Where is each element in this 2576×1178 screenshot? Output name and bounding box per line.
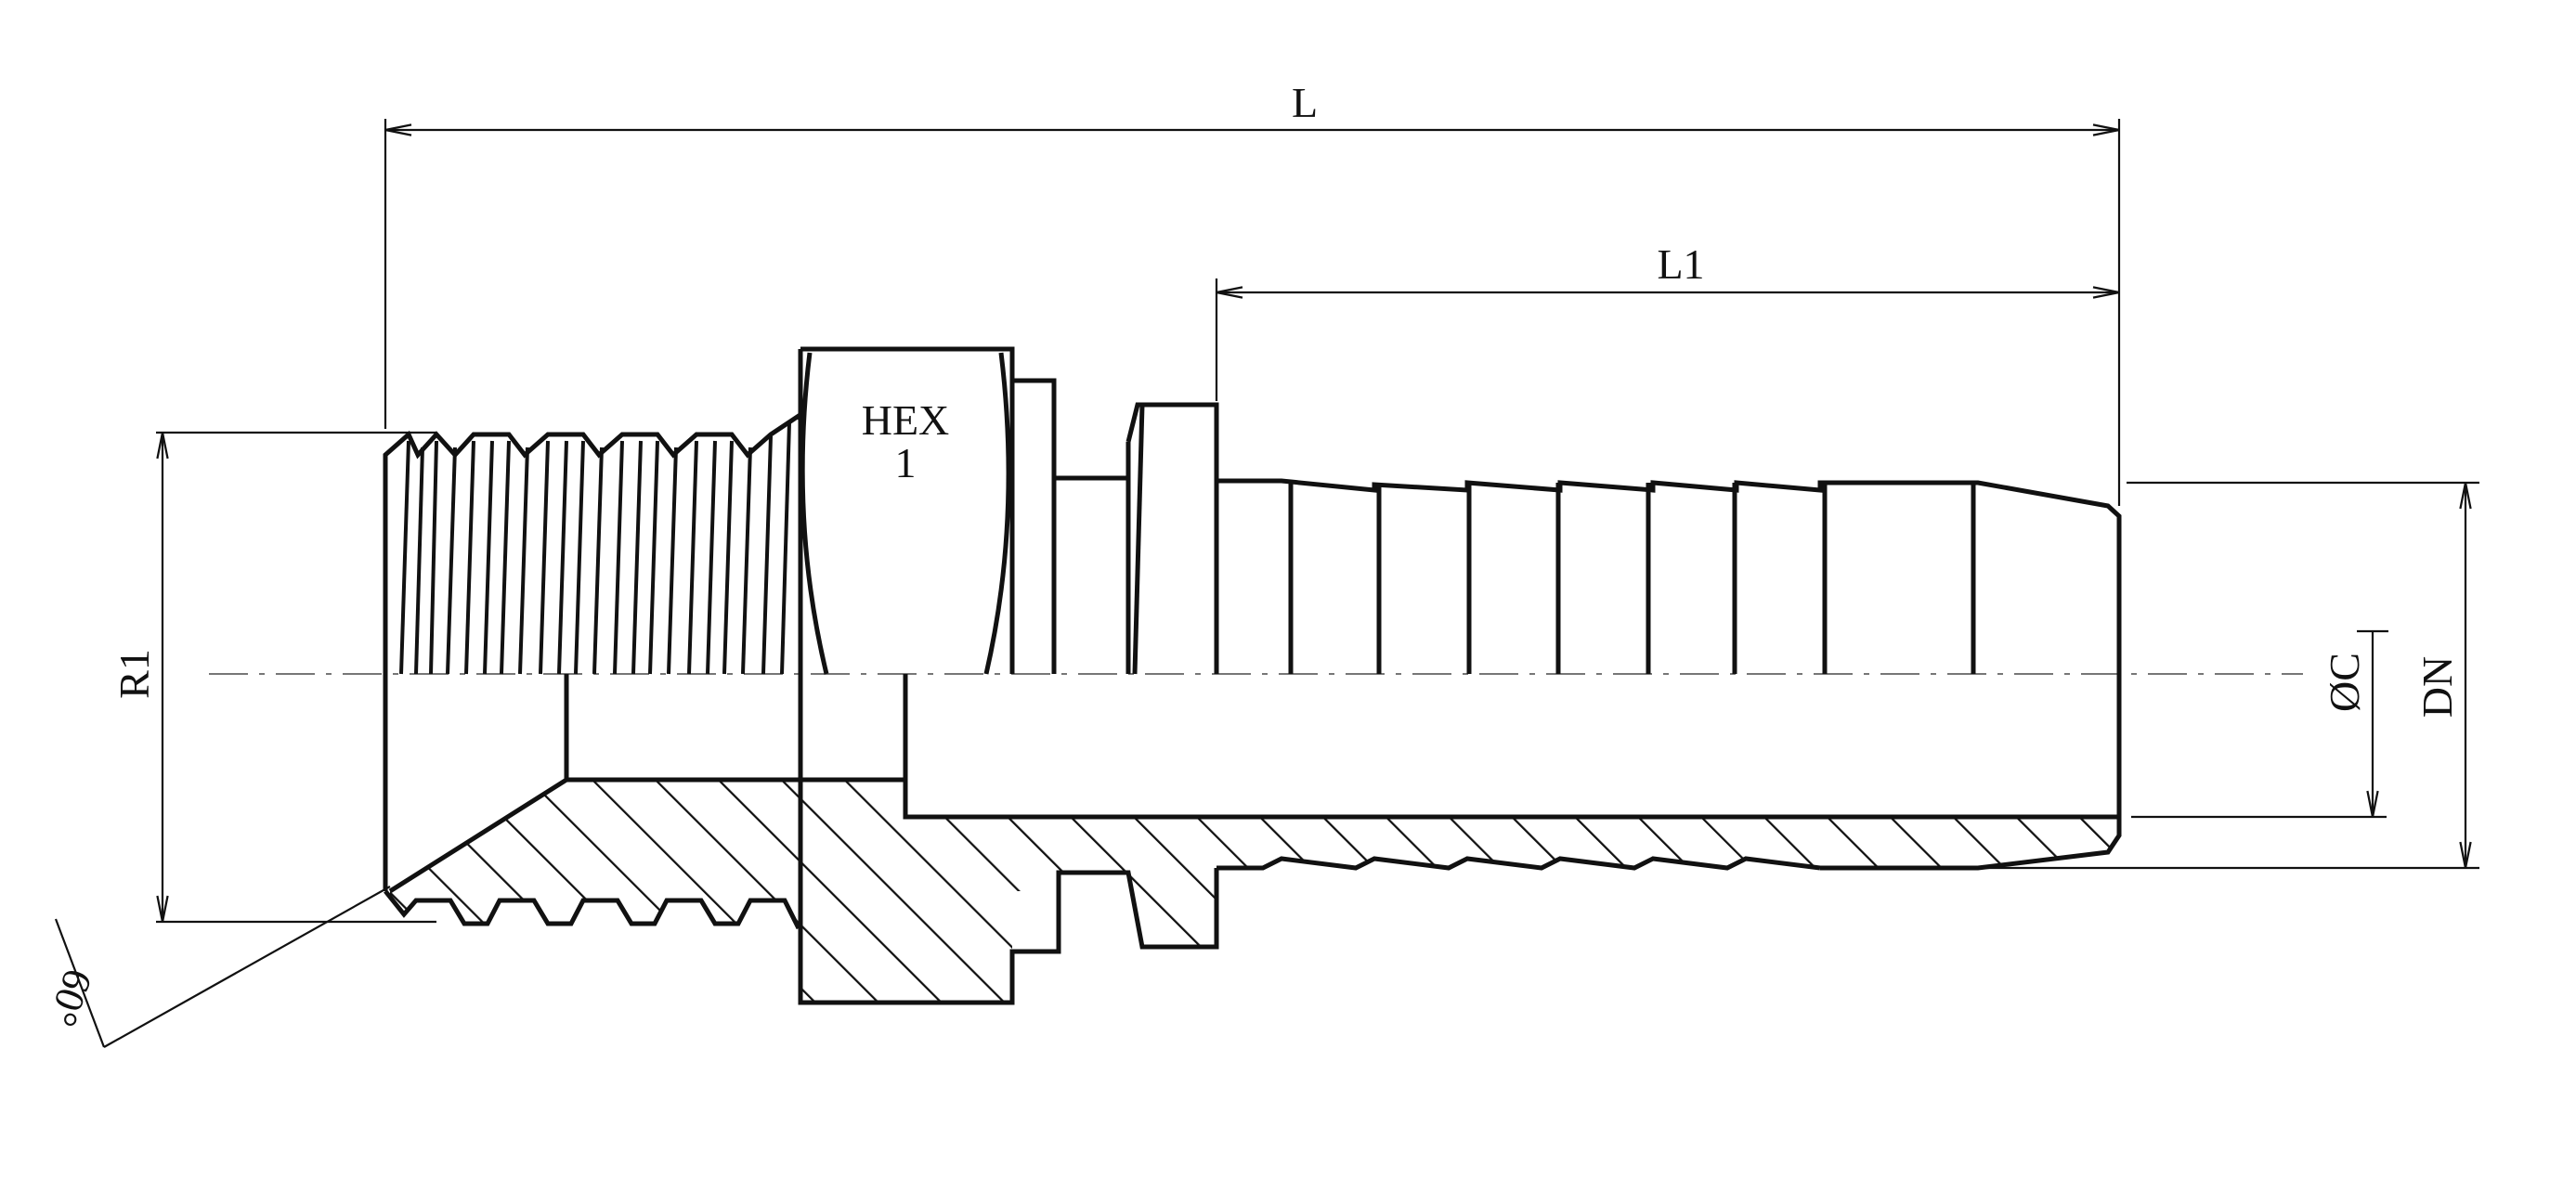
dimension-L1: L1 <box>1215 240 2120 401</box>
dimension-R1-label: R1 <box>111 649 158 699</box>
fitting-outline <box>383 346 2122 1005</box>
dimension-DN: DN <box>1857 481 2479 870</box>
hex-label-line2: 1 <box>895 439 917 486</box>
dimension-L1-label: L1 <box>1657 240 1704 288</box>
dimension-L-label: L <box>1292 79 1318 126</box>
hex-label-line1: HEX <box>862 396 950 444</box>
dimension-DN-label: DN <box>2413 656 2461 718</box>
dimension-phi-C-label: ØC <box>2321 653 2368 712</box>
dimension-R1: R1 <box>111 431 436 924</box>
chamfer-angle-label: 60° <box>39 964 101 1033</box>
hex-label: HEX 1 <box>862 396 950 486</box>
dimension-L: L <box>384 79 2121 506</box>
dimension-chamfer-angle: 60° <box>39 886 391 1048</box>
section-hatching <box>390 780 2119 1003</box>
thread-lines <box>399 421 791 675</box>
dimension-phi-C: ØC <box>2131 629 2388 819</box>
